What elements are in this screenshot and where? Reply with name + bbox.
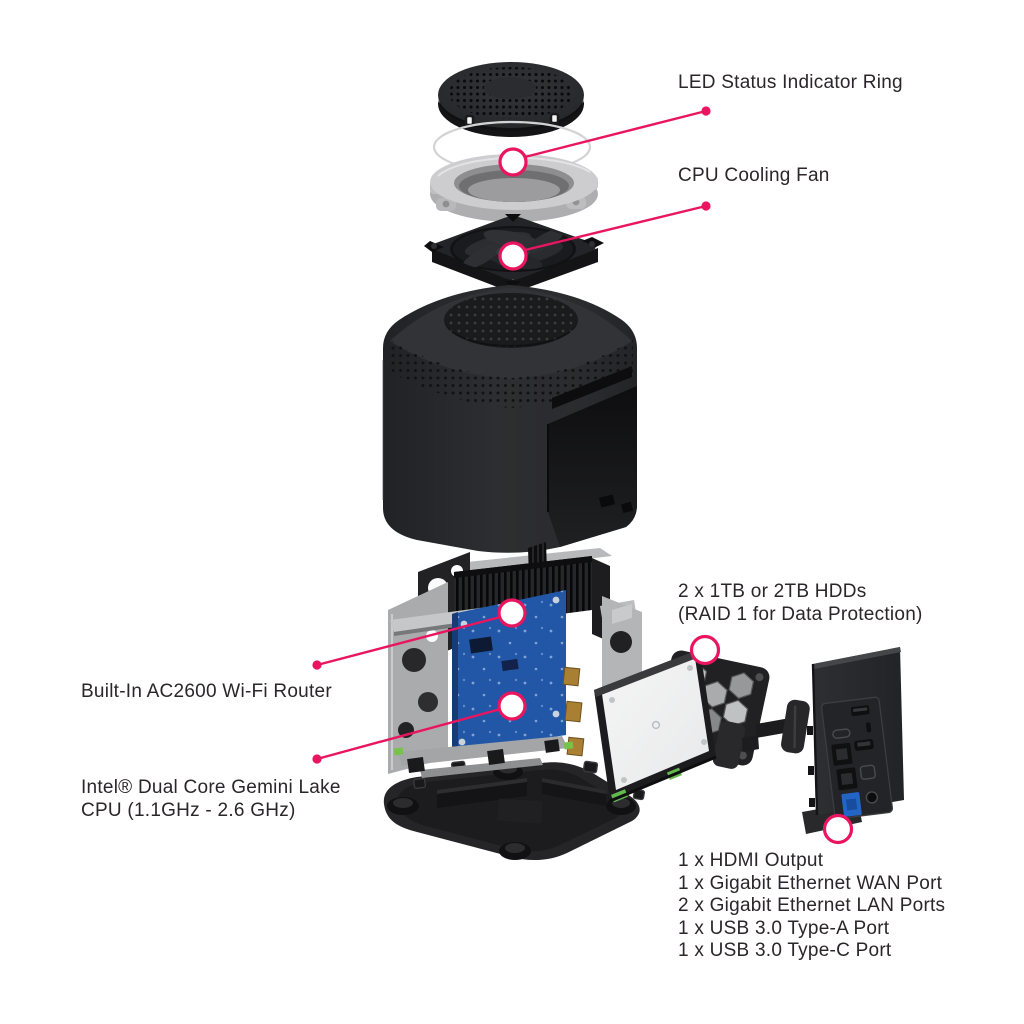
rear-cutout bbox=[547, 366, 637, 547]
label-rear-ports: 1 x HDMI Output 1 x Gigabit Ethernet WAN… bbox=[678, 850, 945, 963]
leader-line-led-ring bbox=[515, 109, 708, 161]
panel-clips bbox=[807, 726, 815, 807]
leader-dot-cpu bbox=[312, 754, 322, 764]
internal-chassis bbox=[388, 542, 642, 778]
label-text-line2: CPU (1.1GHz - 2.6 GHz) bbox=[81, 800, 296, 821]
callout-circle-wifi bbox=[497, 598, 527, 628]
bracket-knob bbox=[712, 721, 759, 769]
leader-dot-wifi bbox=[312, 660, 322, 670]
label-text-line1: 2 x 1TB or 2TB HDDs bbox=[678, 581, 867, 602]
label-text-line4: 1 x USB 3.0 Type-A Port bbox=[678, 917, 890, 939]
led-status-ring bbox=[430, 154, 598, 222]
rear-port-panel bbox=[802, 647, 904, 834]
leader-line-cpu bbox=[315, 705, 510, 761]
callout-circle-cpu bbox=[497, 691, 527, 721]
top-vent-hole bbox=[444, 293, 578, 348]
bottom-cover bbox=[383, 760, 646, 861]
label-text: CPU Cooling Fan bbox=[678, 165, 830, 186]
lan-port-1 bbox=[831, 742, 853, 766]
callout-circle-hdds bbox=[689, 634, 721, 666]
hdd-drive bbox=[594, 649, 717, 803]
label-hdds: 2 x 1TB or 2TB HDDs (RAID 1 for Data Pro… bbox=[678, 580, 923, 626]
leader-dot-cpu-fan bbox=[701, 201, 711, 211]
bottom-cover-ribs bbox=[437, 778, 606, 824]
label-text-line1: Intel® Dual Core Gemini Lake bbox=[81, 777, 341, 798]
label-text-line5: 1 x USB 3.0 Type-C Port bbox=[678, 940, 892, 962]
callout-circle-led-ring bbox=[498, 147, 528, 177]
label-cpu: Intel® Dual Core Gemini Lake CPU (1.1GHz… bbox=[81, 776, 341, 822]
usb-type-a-port bbox=[850, 705, 870, 717]
callout-circle-ports bbox=[822, 813, 854, 845]
power-jack bbox=[865, 791, 879, 804]
hdmi-port bbox=[854, 739, 874, 751]
enclosure-body bbox=[382, 285, 637, 553]
power-button bbox=[859, 764, 876, 780]
usb-type-c-port bbox=[865, 722, 872, 733]
label-text-line3: 2 x Gigabit Ethernet LAN Ports bbox=[678, 895, 946, 917]
cap-notch-left bbox=[464, 114, 475, 127]
speaker-grille-cap bbox=[438, 62, 584, 137]
chassis-panel-left bbox=[388, 582, 448, 774]
label-text: Built-In AC2600 Wi-Fi Router bbox=[81, 681, 332, 702]
label-led-status-ring: LED Status Indicator Ring bbox=[678, 71, 903, 94]
reset-slot bbox=[832, 728, 851, 739]
label-cpu-cooling-fan: CPU Cooling Fan bbox=[678, 164, 830, 187]
thumbscrew bbox=[756, 699, 810, 754]
leader-line-cpu-fan bbox=[515, 204, 708, 254]
callout-annotations bbox=[312, 106, 854, 845]
label-text-line2: (RAID 1 for Data Protection) bbox=[678, 604, 923, 625]
label-text-line1: 1 x HDMI Output bbox=[678, 850, 824, 871]
label-wifi-router: Built-In AC2600 Wi-Fi Router bbox=[81, 680, 332, 703]
chassis-bottom-rails bbox=[393, 736, 574, 778]
motherboard-pcb bbox=[452, 590, 566, 753]
leader-dot-led-ring bbox=[701, 106, 711, 116]
label-text-line2: 1 x Gigabit Ethernet WAN Port bbox=[678, 872, 943, 894]
led-ring-lug bbox=[436, 198, 456, 211]
wan-port bbox=[841, 792, 862, 817]
leader-line-wifi bbox=[315, 613, 510, 667]
callout-circle-cpu-fan bbox=[498, 241, 528, 271]
lan-port-2 bbox=[836, 767, 858, 791]
cap-notch-right bbox=[549, 112, 560, 125]
label-text: LED Status Indicator Ring bbox=[678, 72, 903, 93]
